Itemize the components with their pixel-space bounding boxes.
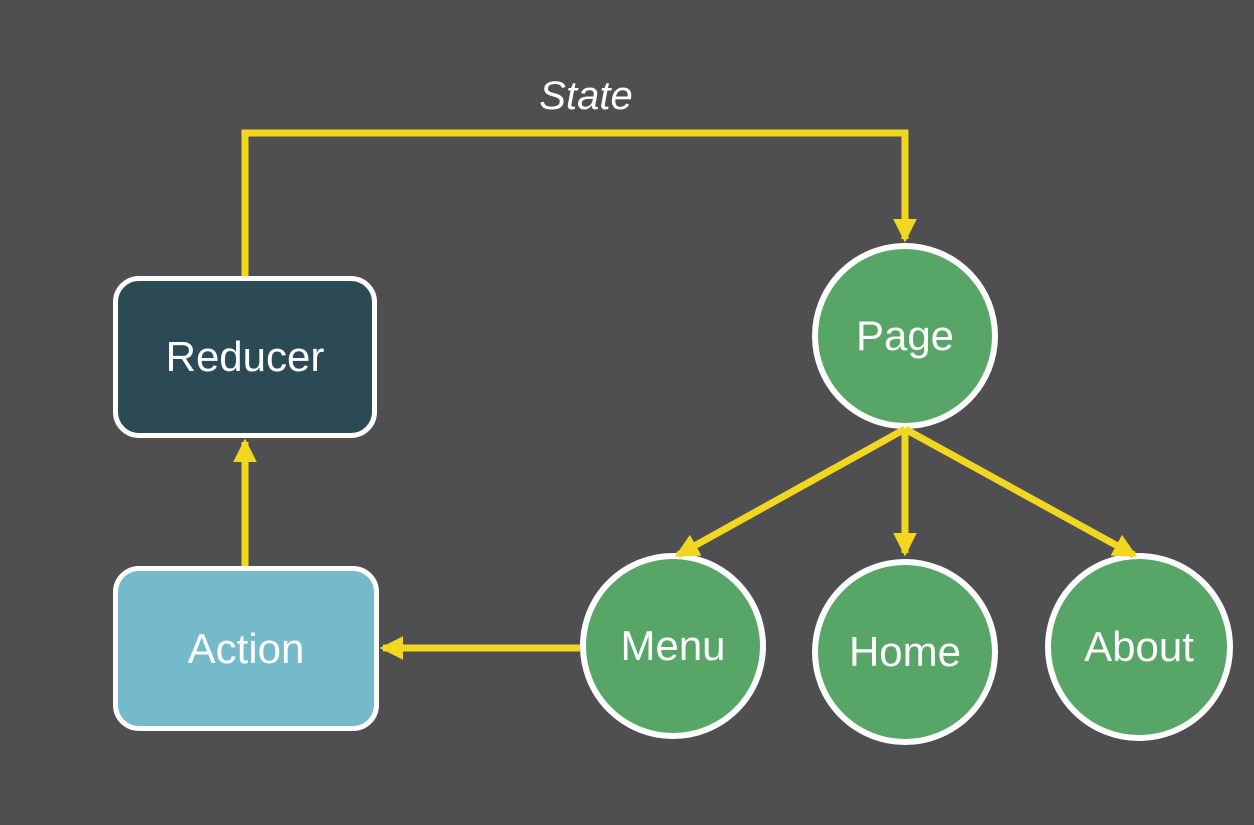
node-action: Action <box>113 566 379 731</box>
edge-reducer-to-page <box>241 129 917 276</box>
edge-page-to-about <box>903 425 1138 559</box>
node-about: About <box>1045 553 1233 741</box>
node-action-label: Action <box>187 624 305 672</box>
node-menu-label: Menu <box>620 622 726 669</box>
node-page-label: Page <box>855 312 955 359</box>
node-reducer: Reducer <box>113 276 377 438</box>
node-home-label: Home <box>848 628 962 675</box>
node-menu: Menu <box>580 553 766 739</box>
edge-page-to-menu <box>674 425 907 559</box>
node-page: Page <box>812 243 998 429</box>
node-home: Home <box>812 559 998 745</box>
node-reducer-label: Reducer <box>165 333 325 380</box>
edge-label-state: State <box>539 74 633 118</box>
node-about-label: About <box>1084 623 1194 670</box>
